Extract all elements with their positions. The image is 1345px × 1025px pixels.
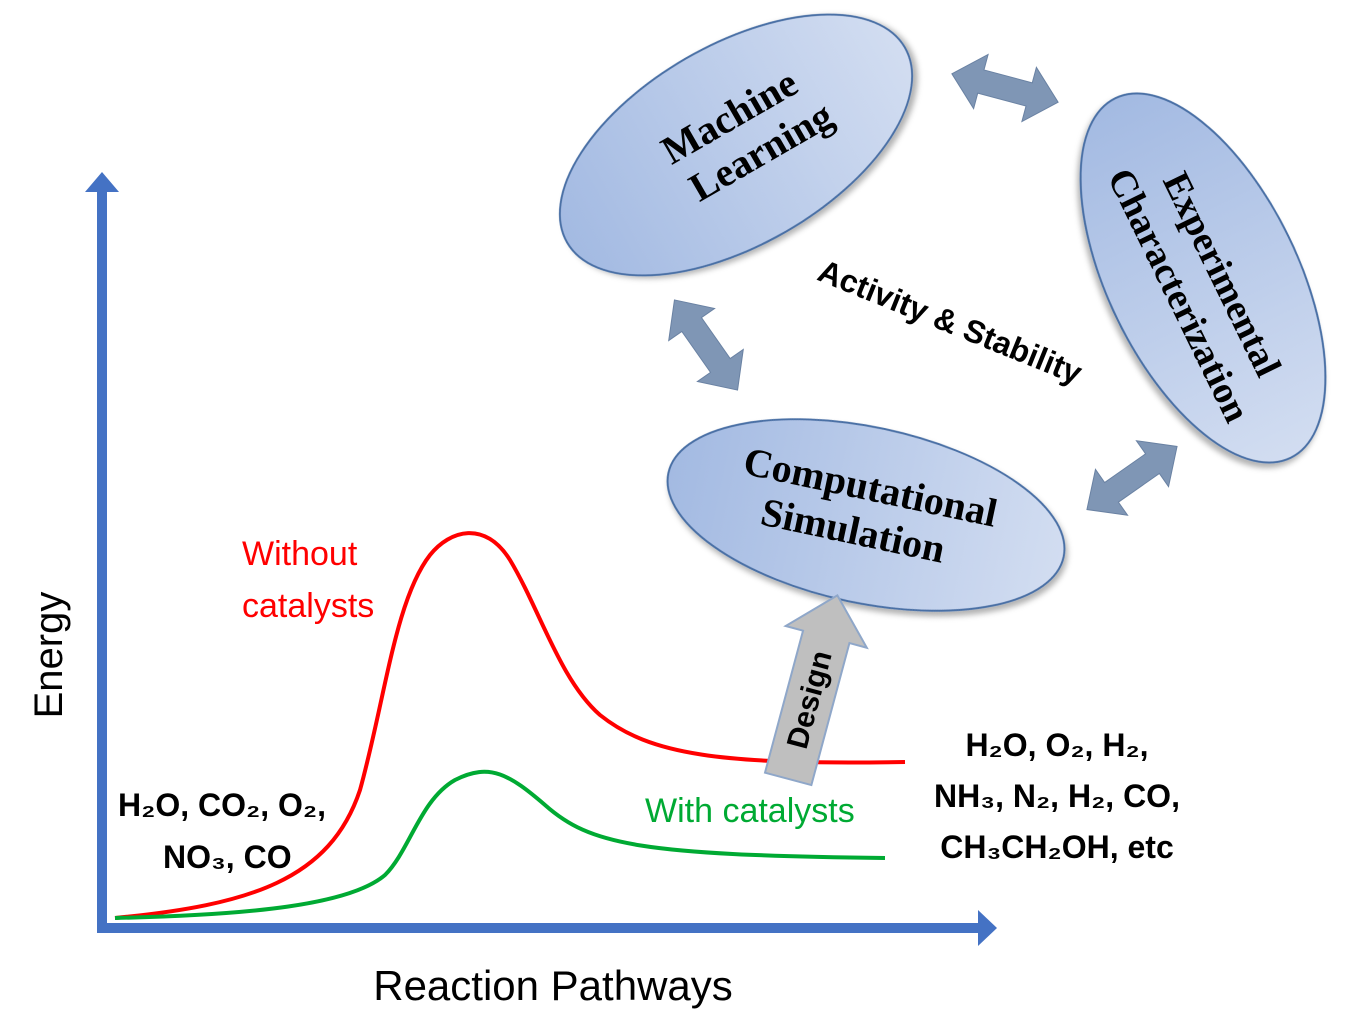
without-catalysts-curve (114, 531, 906, 920)
double-arrow-ml-exp-icon (944, 46, 1066, 130)
y-axis-label: Energy (27, 592, 71, 719)
experimental-characterization-node: Experimental Characterization (1079, 92, 1327, 464)
computational-simulation-node: Computational Simulation (666, 418, 1066, 612)
without-catalysts-label-2: catalysts (242, 587, 374, 625)
x-axis-label: Reaction Pathways (373, 962, 733, 1009)
without-catalysts-label-1: Without (242, 535, 358, 573)
products-line-3: CH₃CH₂OH, etc (940, 829, 1173, 865)
activity-stability-label: Activity & Stability (813, 252, 1087, 391)
machine-learning-node: Machine Learning (558, 13, 914, 277)
double-arrow-ml-comp-icon (651, 283, 761, 407)
y-axis (85, 172, 119, 933)
reactants-line-1: H₂O, CO₂, O₂, (118, 787, 326, 823)
x-axis (97, 910, 997, 946)
with-catalysts-label: With catalysts (645, 792, 855, 830)
products-line-1: H₂O, O₂, H₂, (965, 727, 1148, 763)
with-catalysts-curve (114, 769, 886, 920)
products-line-2: NH₃, N₂, H₂, CO, (934, 778, 1180, 814)
double-arrow-comp-exp-icon (1070, 423, 1194, 533)
reactants-line-2: NO₃, CO (163, 839, 292, 875)
